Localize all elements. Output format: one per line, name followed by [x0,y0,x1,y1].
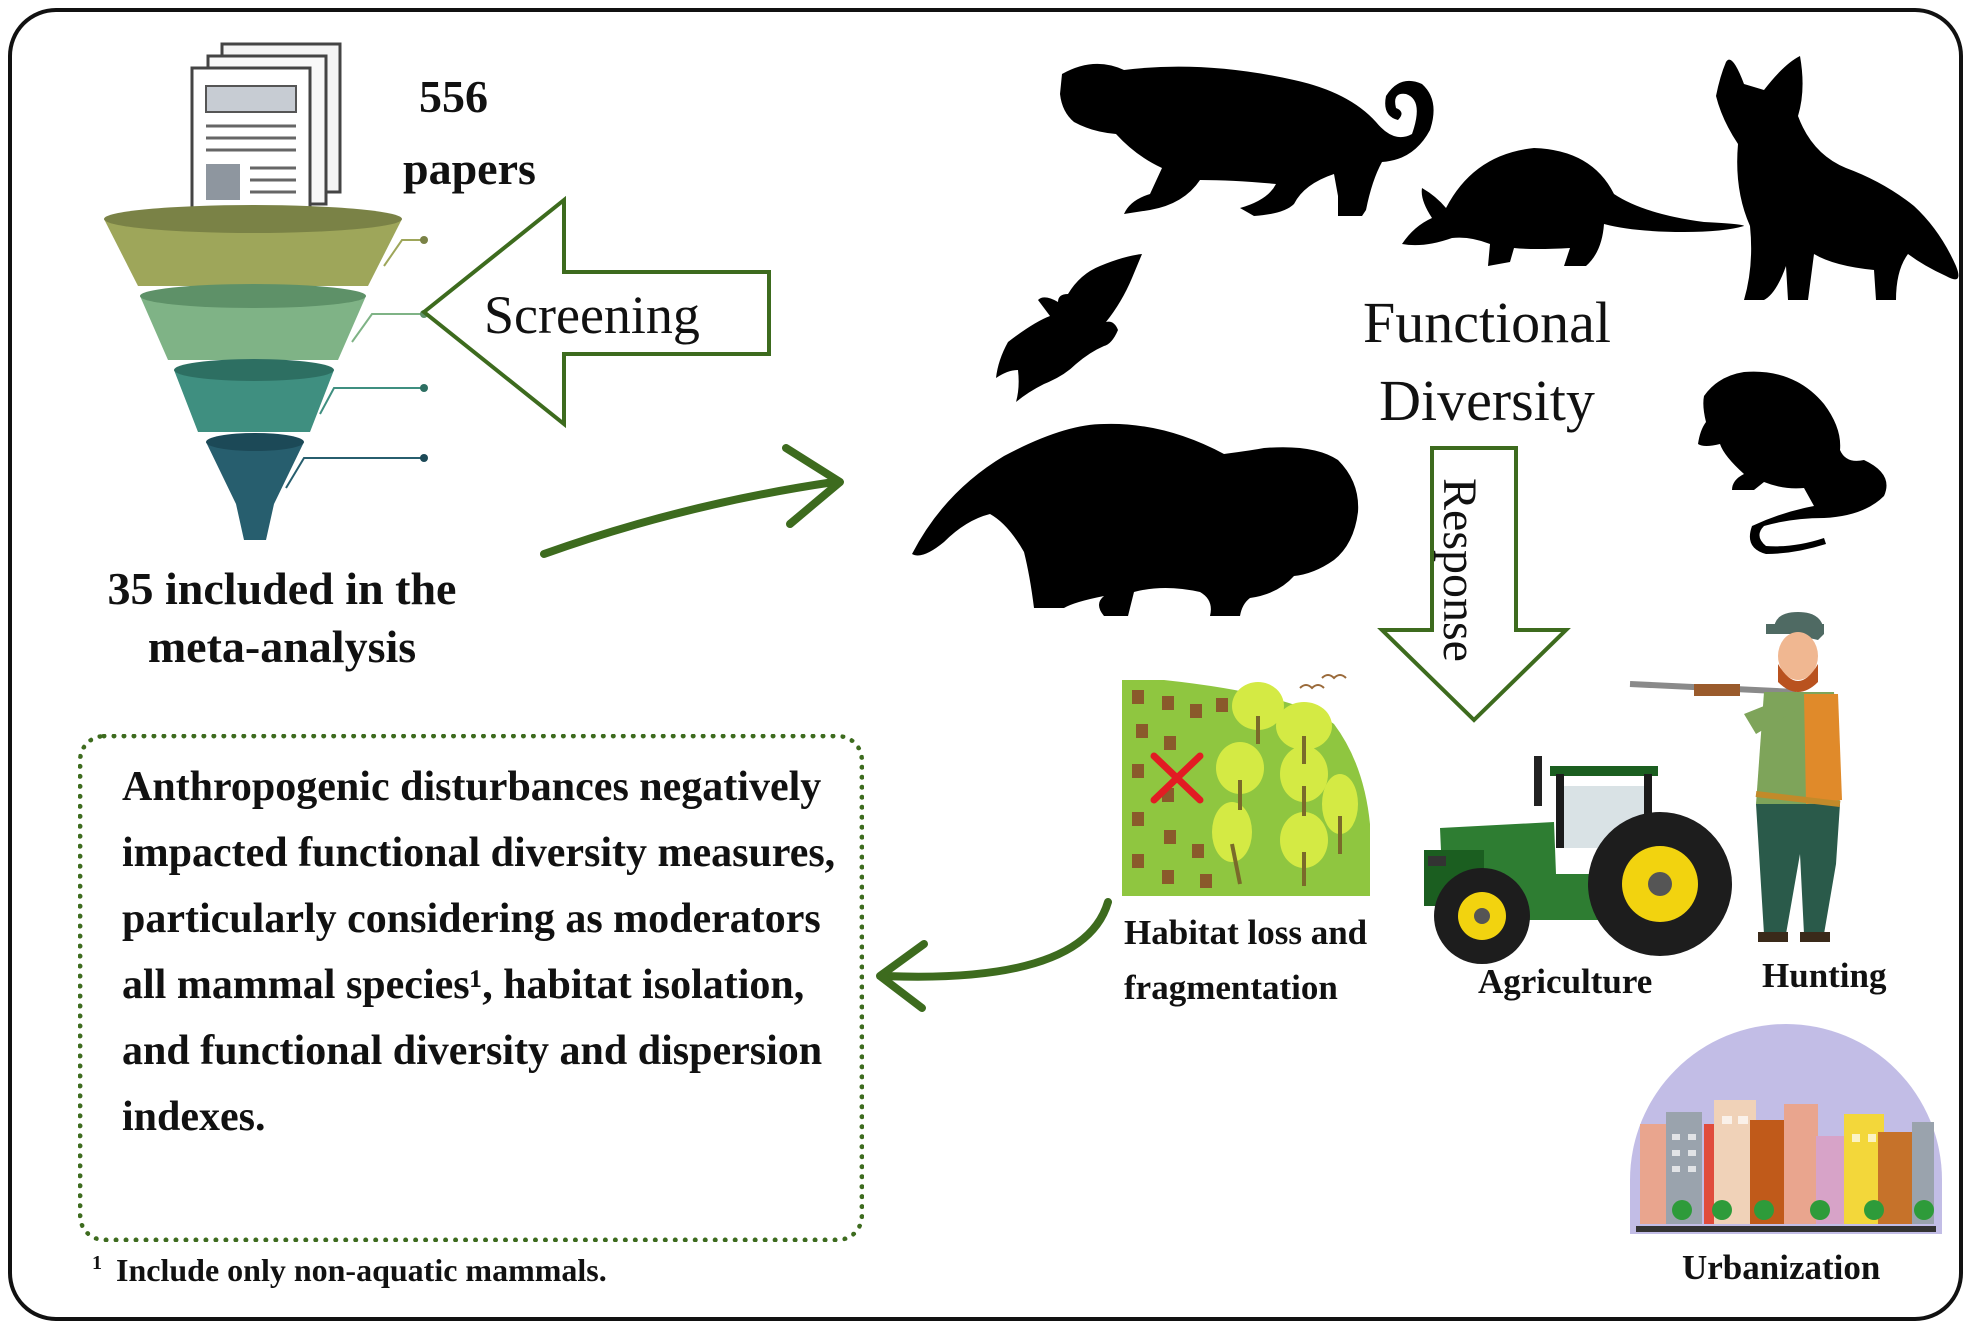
hunter-icon [1629,612,1842,942]
footnote-marker: 1 [92,1252,102,1275]
fox-icon [1716,56,1959,300]
city-icon [1630,1024,1942,1234]
response-label: Response [1433,478,1486,662]
functional-diversity-label: Functional Diversity [1362,290,1612,434]
armadillo-icon [1402,148,1744,266]
screening-label: Screening [484,285,700,345]
finding-box [78,734,864,1242]
papers-word: papers [403,143,536,194]
figure-frame: 556 papers 35 included in the meta-analy… [8,8,1963,1321]
to-animals-arrow [540,444,844,558]
screening-arrow [420,195,771,429]
documents-icon [190,42,342,220]
tractor-icon [1424,756,1732,964]
response-arrow [1377,446,1571,723]
funnel-icon [104,205,428,540]
anteater-icon [912,423,1359,616]
footnote-text: Include only non-aquatic mammals. [116,1252,607,1288]
urbanization-label: Urbanization [1682,1248,1881,1287]
jaguar-icon [1060,63,1434,216]
agriculture-label: Agriculture [1478,962,1653,1001]
habitat-loss-label: Habitat loss and fragmentation [1124,913,1368,1007]
finding-text: Anthropogenic disturbances negatively im… [122,764,836,1140]
figure-artwork [104,42,1959,1234]
rodent-icon [1698,371,1887,554]
hunting-label: Hunting [1762,956,1887,995]
papers-count: 556 [419,71,488,122]
to-finding-arrow [876,898,1112,1012]
bat-icon [996,254,1142,402]
deforestation-icon [1122,674,1370,896]
included-text: 35 included in the meta-analysis [107,563,457,672]
footnote: 1 Include only non-aquatic mammals. [92,1252,607,1289]
